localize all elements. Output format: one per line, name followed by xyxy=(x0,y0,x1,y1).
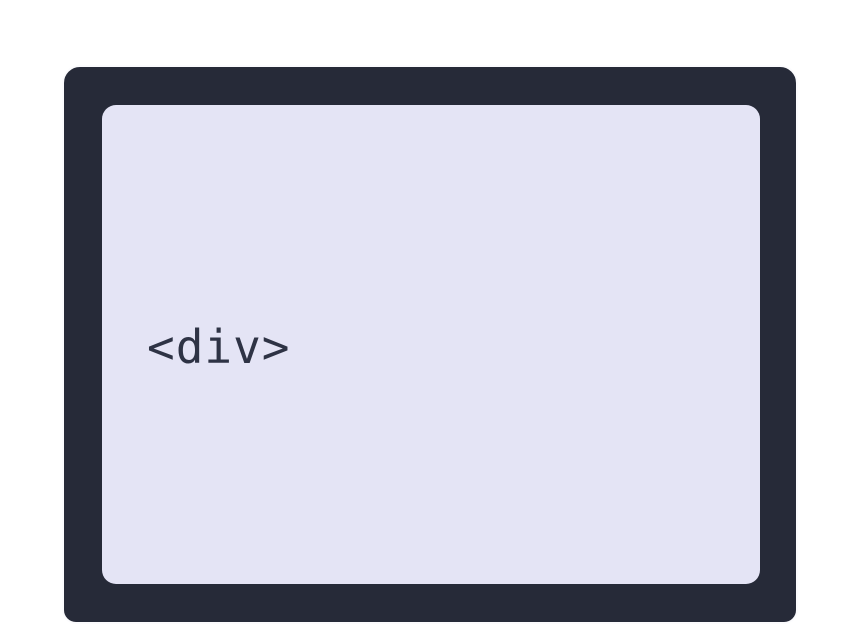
code-line-div-open: <div> xyxy=(147,320,291,374)
code-window-frame: <div> <p></p> <form> </form> </div> xyxy=(62,65,798,624)
code-line-p: <p></p> xyxy=(147,560,760,584)
code-panel: <div> <p></p> <form> </form> </div> xyxy=(102,105,760,584)
code-block: <div> <p></p> <form> </form> </div> xyxy=(102,105,760,584)
